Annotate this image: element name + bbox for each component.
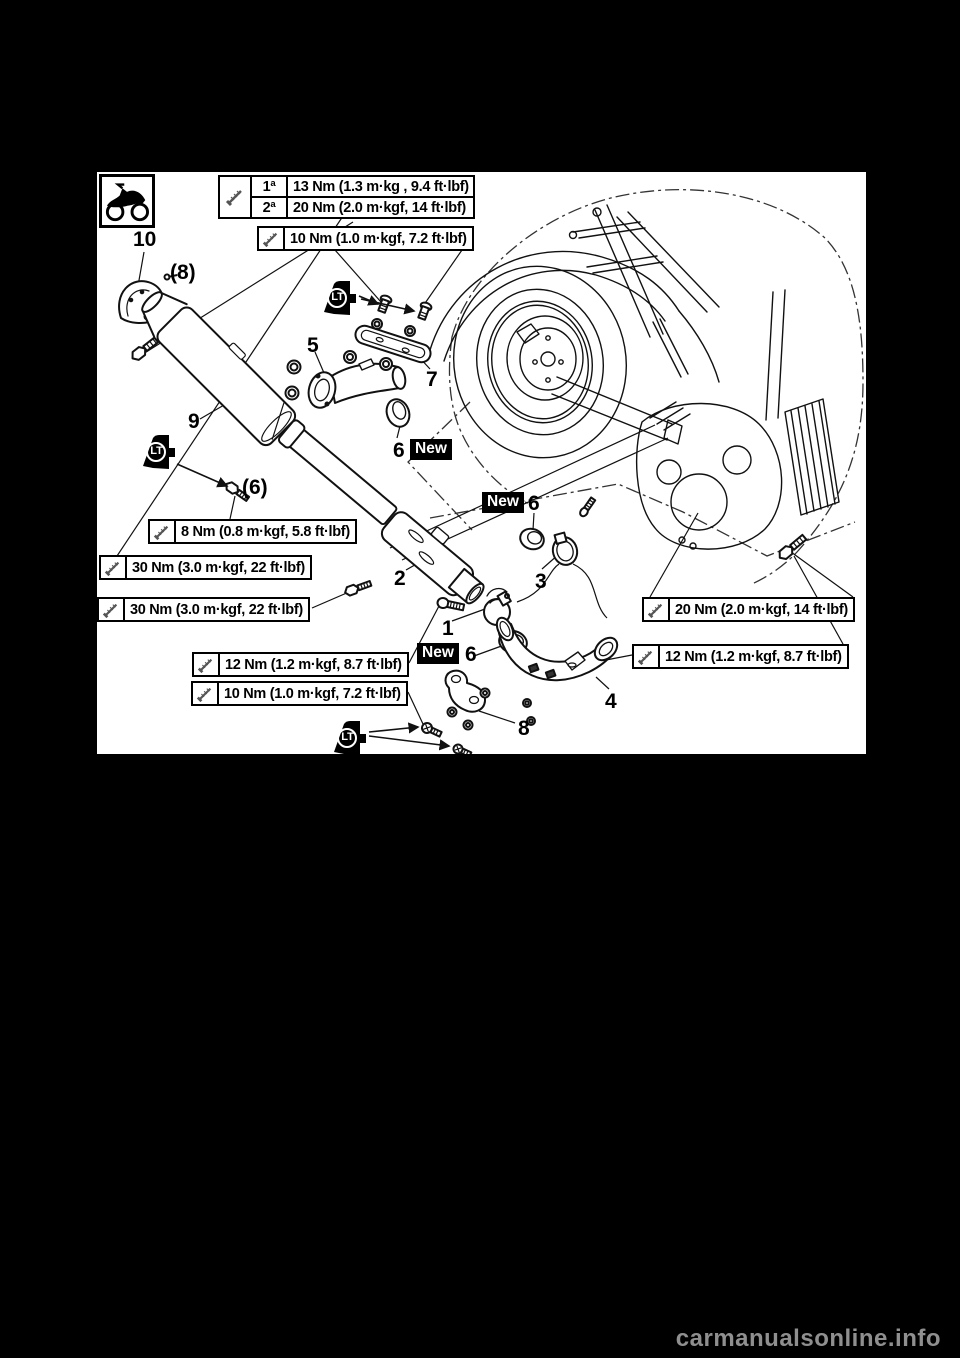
bolt-icon — [193, 683, 219, 704]
new-part-badge: New — [482, 492, 524, 513]
part-label-2: 2 — [394, 567, 406, 590]
vehicle-icon-box — [99, 174, 155, 228]
torque-value: 20 Nm (2.0 m·kgf, 14 ft·lbf) — [675, 601, 848, 618]
bolt-icon — [259, 228, 285, 249]
site-watermark: carmanualsonline.info — [675, 1325, 941, 1352]
torque-value: 30 Nm (3.0 m·kgf, 22 ft·lbf) — [130, 601, 303, 618]
torque-value: 20 Nm (2.0 m·kgf, 14 ft·lbf) — [288, 196, 473, 217]
part-label-6-qty: (6) — [242, 476, 268, 499]
torque-value: 30 Nm (3.0 m·kgf, 22 ft·lbf) — [132, 559, 305, 576]
bolt-icon — [194, 654, 220, 675]
part-label-5: 5 — [307, 334, 319, 357]
torque-value: 12 Nm (1.2 m·kgf, 8.7 ft·lbf) — [665, 648, 842, 665]
loctite-icon: LT — [141, 432, 179, 472]
torque-box: 20 Nm (2.0 m·kgf, 14 ft·lbf) — [642, 597, 855, 622]
bolt-icon — [644, 599, 670, 620]
loctite-label: LT — [341, 731, 354, 743]
part-label-8-qty: (8) — [170, 261, 196, 284]
part-label-10: 10 — [133, 228, 157, 251]
bolt-icon — [99, 599, 125, 620]
torque-value: 10 Nm (1.0 m·kgf, 7.2 ft·lbf) — [290, 230, 467, 247]
torque-value: 13 Nm (1.3 m·kg , 9.4 ft·lbf) — [293, 178, 469, 195]
torque-box: 12 Nm (1.2 m·kgf, 8.7 ft·lbf) — [632, 644, 849, 669]
torque-value: 12 Nm (1.2 m·kgf, 8.7 ft·lbf) — [225, 656, 402, 673]
loctite-label: LT — [331, 291, 344, 303]
bolt-icon — [220, 177, 252, 217]
part-label-8: 8 — [518, 717, 530, 740]
motorcycle-rear-art — [429, 204, 840, 550]
new-part-badge: New — [410, 439, 452, 460]
part-label-7: 7 — [426, 368, 438, 391]
torque-spec-table: 1ª 13 Nm (1.3 m·kg , 9.4 ft·lbf) 2ª 20 N… — [218, 175, 475, 219]
phantom-outline — [407, 189, 864, 585]
part-label-9: 9 — [188, 410, 200, 433]
torque-box: 10 Nm (1.0 m·kgf, 7.2 ft·lbf) — [257, 226, 474, 251]
part-label-4: 4 — [605, 690, 617, 713]
dirt-bike-icon — [105, 183, 150, 222]
torque-box: 10 Nm (1.0 m·kgf, 7.2 ft·lbf) — [191, 681, 408, 706]
torque-value: 8 Nm (0.8 m·kgf, 5.8 ft·lbf) — [181, 523, 350, 540]
exhaust-exploded-diagram: 1ª 13 Nm (1.3 m·kg , 9.4 ft·lbf) 2ª 20 N… — [97, 172, 866, 755]
bolt-icon — [150, 521, 176, 542]
torque-box: 30 Nm (3.0 m·kgf, 22 ft·lbf) — [99, 555, 312, 580]
exhaust-parts-art — [118, 273, 808, 754]
part-label-3: 3 — [535, 570, 547, 593]
torque-box: 30 Nm (3.0 m·kgf, 22 ft·lbf) — [97, 597, 310, 622]
part-label-6: 6 — [393, 439, 405, 462]
bolt-icon — [101, 557, 127, 578]
torque-box: 12 Nm (1.2 m·kgf, 8.7 ft·lbf) — [192, 652, 409, 677]
loctite-icon: LT — [322, 278, 360, 318]
bolt-icon — [634, 646, 660, 667]
loctite-icon: LT — [332, 718, 370, 758]
part-label-6: 6 — [465, 643, 477, 666]
exhaust-diagram-line-art — [116, 189, 864, 754]
loctite-label: LT — [150, 445, 163, 457]
torque-step: 1ª — [252, 177, 288, 196]
torque-step: 2ª — [252, 196, 288, 217]
new-part-badge: New — [417, 643, 459, 664]
part-label-6: 6 — [528, 492, 540, 515]
torque-value: 10 Nm (1.0 m·kgf, 7.2 ft·lbf) — [224, 685, 401, 702]
torque-box: 8 Nm (0.8 m·kgf, 5.8 ft·lbf) — [148, 519, 357, 544]
loctite-arrows — [176, 295, 451, 751]
part-label-1: 1 — [442, 617, 454, 640]
